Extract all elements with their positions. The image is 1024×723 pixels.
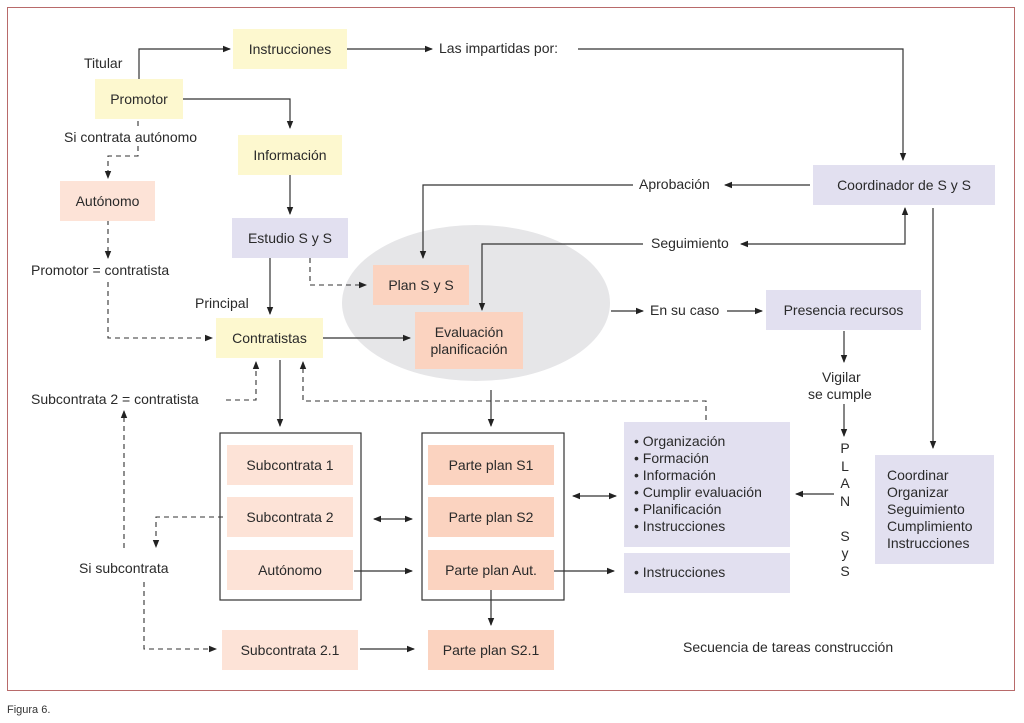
parte-s2-node: Parte plan S2 <box>428 497 554 537</box>
plan-vertical-letter <box>837 510 853 528</box>
parte-aut-node: Parte plan Aut. <box>428 550 554 590</box>
plan-node: Plan S y S <box>373 265 469 305</box>
presencia-node: Presencia recursos <box>766 290 921 330</box>
principal-label: Principal <box>195 295 249 311</box>
coord-task-item: Coordinar <box>887 467 949 483</box>
secuencia-label: Secuencia de tareas construcción <box>683 639 894 655</box>
contratistas-node: Contratistas <box>216 318 323 358</box>
informacion-node: Información <box>238 135 342 175</box>
dash-sisub-s21 <box>143 582 217 653</box>
coord-task-item: Instrucciones <box>887 535 970 551</box>
subcontrata1-node: Subcontrata 1 <box>227 445 353 485</box>
seguimiento-label: Seguimiento <box>651 235 729 251</box>
arrow-impartidas-coordinador <box>578 48 907 161</box>
dash-promotorcontratista-contratistas <box>107 282 213 342</box>
plan-ellipse <box>342 225 610 381</box>
autonomo-group-node: Autónomo <box>227 550 353 590</box>
se-cumple-label: se cumple <box>808 386 872 402</box>
plan-vertical-letter: N <box>839 492 851 509</box>
subcontrata2-contratista-label: Subcontrata 2 = contratista <box>31 391 199 407</box>
vigilar-label: Vigilar <box>822 369 861 385</box>
dash-sub2contratista-contratistas <box>226 361 260 401</box>
aut-duty-item: Instrucciones <box>634 564 790 581</box>
subcontrata21-node: Subcontrata 2.1 <box>222 630 358 670</box>
duty-item: Planificación <box>634 501 790 518</box>
duty-item: Cumplir evaluación <box>634 484 790 501</box>
coord-task-item: Seguimiento <box>887 501 965 517</box>
subcontrata2-node: Subcontrata 2 <box>227 497 353 537</box>
dash-sicontrata-autonomo <box>104 146 139 179</box>
promotor-node: Promotor <box>95 79 183 119</box>
duty-item: Organización <box>634 433 790 450</box>
si-contrata-autonomo-label: Si contrata autónomo <box>64 129 198 145</box>
duty-item: Información <box>634 467 790 484</box>
plan-vertical-letter: L <box>841 457 849 474</box>
instrucciones-node: Instrucciones <box>233 29 347 69</box>
dash-sub2-sisub <box>152 516 232 548</box>
coord-task-item: Cumplimiento <box>887 518 973 534</box>
dash-duties-contratistas <box>299 361 707 420</box>
duty-item: Formación <box>634 450 790 467</box>
arrow-promotor-instrucciones <box>138 45 231 79</box>
plan-vertical-letter: S <box>840 527 850 544</box>
arrow-aprobacion-plan <box>419 184 633 259</box>
titular-label: Titular <box>84 55 123 71</box>
plan-vertical-letter: P <box>840 440 850 456</box>
aprobacion-label: Aprobación <box>639 176 710 192</box>
plan-vertical-letter: A <box>840 475 850 491</box>
plan-vertical-letter: y <box>841 545 849 561</box>
coordinador-node: Coordinador de S y S <box>813 165 995 205</box>
dash-estudio-plan <box>309 258 367 289</box>
parte-s21-node: Parte plan S2.1 <box>428 630 554 670</box>
estudio-node: Estudio S y S <box>232 218 348 258</box>
parte-plan-group <box>421 432 565 601</box>
plan-vertical-letter: S <box>840 562 850 579</box>
en-su-caso-label: En su caso <box>650 302 720 318</box>
arrow-promotor-informacion <box>183 98 294 129</box>
promotor-contratista-label: Promotor = contratista <box>31 262 170 278</box>
figure-caption: Figura 6. <box>7 704 51 716</box>
arrow-seguimiento-coordinador <box>740 207 909 248</box>
coord-task-item: Organizar <box>887 484 949 500</box>
duties-list: OrganizaciónFormaciónInformaciónCumplir … <box>624 422 790 547</box>
aut-instrucciones-list: Instrucciones <box>624 553 790 593</box>
autonomo-node: Autónomo <box>60 181 155 221</box>
si-subcontrata-label: Si subcontrata <box>79 560 169 576</box>
parte-s1-node: Parte plan S1 <box>428 445 554 485</box>
arrow-evaluacion-seguimiento <box>478 243 643 311</box>
las-impartidas-label: Las impartidas por: <box>439 40 559 56</box>
duty-item: Instrucciones <box>634 518 790 535</box>
evaluacion-node: Evaluación planificación <box>415 312 523 369</box>
